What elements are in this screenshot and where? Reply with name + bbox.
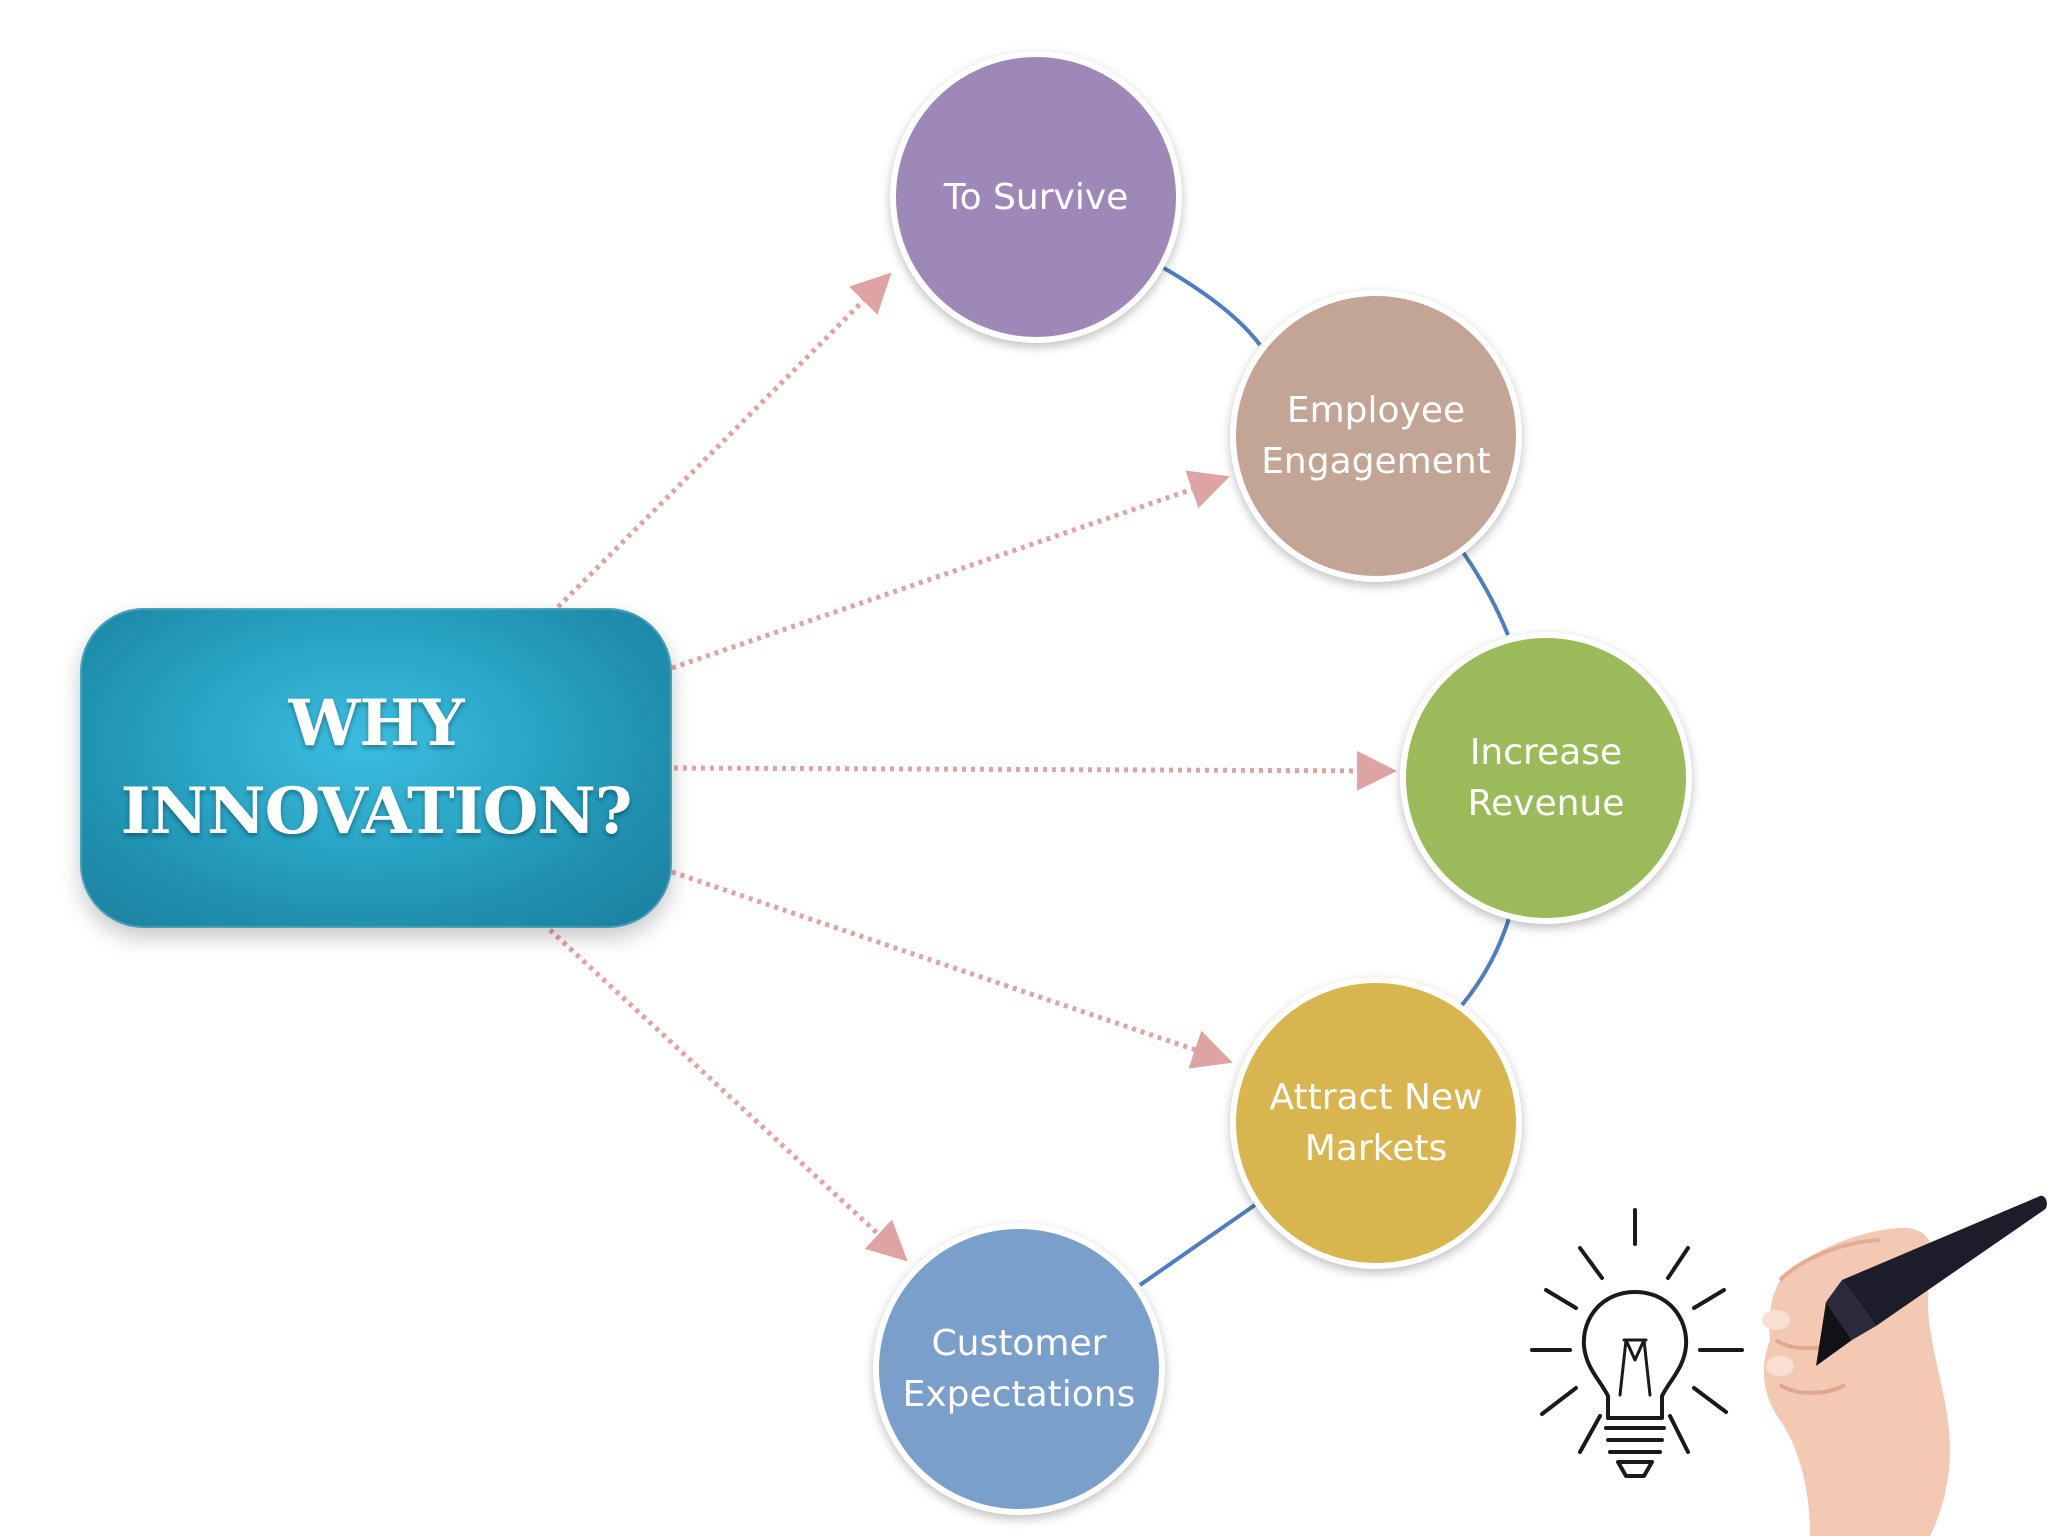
node-increase-revenue: Increase Revenue bbox=[1400, 632, 1692, 924]
arrow-to-increase-revenue bbox=[673, 750, 1397, 791]
ring-segment-2 bbox=[1456, 543, 1510, 636]
hand-drawing-lightbulb-illustration bbox=[1530, 1195, 2047, 1536]
node-label: Attract New Markets bbox=[1269, 1077, 1483, 1169]
center-title: WHY INNOVATION? bbox=[120, 686, 633, 849]
node-label: To Survive bbox=[943, 176, 1129, 218]
node-attract-new-markets: Attract New Markets bbox=[1230, 977, 1522, 1269]
arrow-to-customer-expectations bbox=[548, 928, 908, 1262]
hand-with-marker bbox=[1762, 1195, 2047, 1536]
why-innovation-box: WHY INNOVATION? bbox=[80, 608, 672, 928]
ring-segment-1 bbox=[1154, 261, 1262, 347]
arrow-to-survive bbox=[556, 272, 892, 609]
lightbulb-icon bbox=[1530, 1208, 1744, 1478]
arrow-to-attract-new-markets bbox=[671, 869, 1233, 1069]
ring-segment-4 bbox=[1138, 1203, 1257, 1287]
arrow-to-employee-engagement bbox=[671, 470, 1230, 671]
node-label: Employee Engagement bbox=[1261, 390, 1491, 482]
node-to-survive: To Survive bbox=[890, 51, 1182, 343]
ring-segment-3 bbox=[1460, 914, 1512, 1007]
node-label: Customer Expectations bbox=[902, 1323, 1136, 1415]
node-employee-engagement: Employee Engagement bbox=[1230, 290, 1522, 582]
dotted-arrows bbox=[548, 272, 1397, 1262]
node-label: Increase Revenue bbox=[1467, 732, 1625, 824]
node-customer-expectations: Customer Expectations bbox=[873, 1223, 1165, 1515]
ring-connectors bbox=[1138, 261, 1512, 1287]
